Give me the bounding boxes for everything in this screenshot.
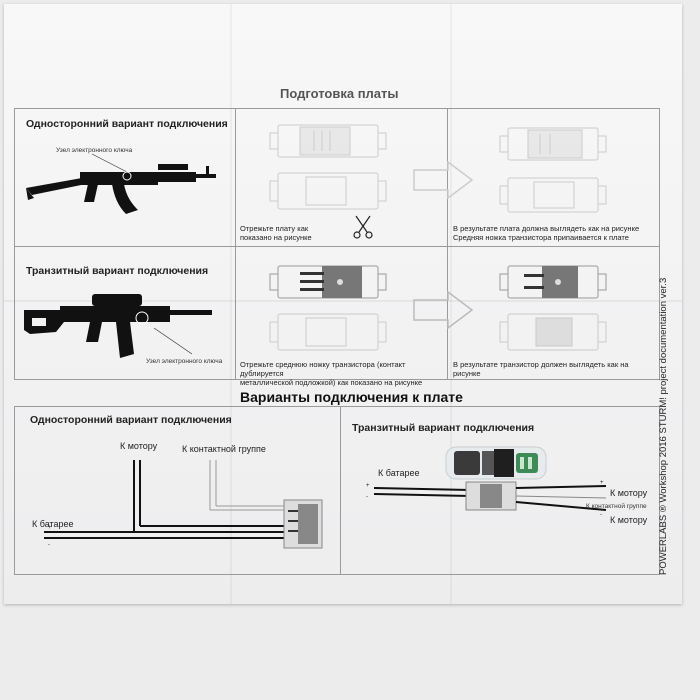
variants-table (14, 406, 660, 575)
transit-heading: Транзитный вариант подключения (26, 265, 209, 277)
transit-result-caption: В результате транзистор должен выглядеть… (453, 360, 629, 378)
svg-text:-: - (600, 512, 602, 518)
rifle-illustration-g36 (24, 294, 212, 358)
paper-fold-horizontal (4, 300, 682, 302)
node-label: Узел электронного ключа (56, 147, 133, 154)
variants-title: Варианты подключения к плате (240, 389, 463, 405)
svg-text:-: - (366, 494, 368, 500)
rifle-illustration-ak (26, 153, 216, 214)
transit-motor-bottom-label: К мотору (610, 515, 648, 525)
prep-table-divider (235, 108, 236, 379)
one-sided-heading: Односторонний вариант подключения (26, 118, 228, 130)
variant-one-sided-heading: Односторонний вариант подключения (30, 414, 232, 426)
transit-motor-top-label: К мотору (610, 488, 648, 498)
arrow-right-icon (413, 290, 474, 330)
transistor-result-illustration (499, 265, 607, 351)
to-motor-label: К мотору (120, 441, 158, 451)
paper-fold-vertical (450, 4, 452, 604)
svg-text:+: + (366, 483, 370, 489)
svg-text:-: - (48, 542, 50, 548)
variant-transit-heading: Транзитный вариант подключения (352, 422, 535, 434)
svg-text:+: + (48, 525, 52, 531)
one-sided-wiring-diagram: + - (44, 460, 323, 549)
documentation-version-note: POWERLABS ® Workshop 2016 STURM! project… (658, 277, 669, 575)
variants-table-divider (340, 406, 341, 574)
transit-battery-label: К батарее (378, 468, 420, 478)
paper-fold-vertical (230, 4, 232, 604)
cut-caption: Отрежьте плату как показано на рисунке (240, 224, 312, 242)
prep-table (14, 108, 660, 380)
board-result-illustration (499, 127, 607, 213)
transit-contact-group-label: К контактной группе (586, 503, 647, 510)
node-label: Узел электронного ключа (146, 358, 223, 365)
svg-text:+: + (600, 480, 604, 486)
transit-cut-caption: Отрежьте среднюю ножку транзистора (конт… (240, 360, 423, 387)
to-battery-label: К батарее (32, 519, 74, 529)
to-contact-group-label: К контактной группе (182, 444, 266, 454)
prep-table-divider (14, 246, 659, 247)
prep-table-divider (447, 108, 448, 379)
transit-wiring-diagram: + - + - (366, 480, 607, 518)
prep-title: Подготовка платы (280, 86, 399, 101)
assembled-board-photo (445, 446, 547, 480)
arrow-right-icon (413, 160, 474, 200)
transistor-cut-illustration (269, 265, 387, 351)
board-cut-illustration (269, 124, 387, 210)
result-caption: В результате плата должна выглядеть как … (453, 224, 640, 242)
scissors-icon (353, 215, 373, 239)
